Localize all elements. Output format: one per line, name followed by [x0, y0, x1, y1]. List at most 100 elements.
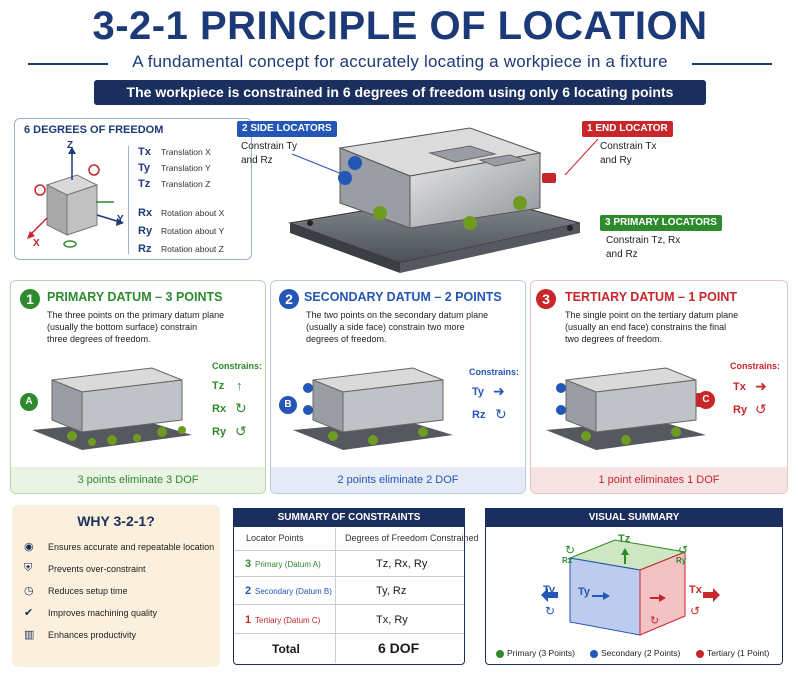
table-row-num: 3 [245, 558, 252, 570]
rotate-icon: ↻ [650, 615, 660, 627]
panel-desc-line: degrees of freedom. [306, 334, 387, 344]
end-locator-tag: 1 END LOCATOR [582, 121, 673, 137]
panel-desc-line: (usually a side face) constrain two more [306, 322, 465, 332]
table-rule [234, 604, 464, 605]
step-number: 3 [536, 289, 556, 309]
panel-desc-line: (usually the bottom surface) constrain [47, 322, 198, 332]
vs-tx-label: Tx [689, 584, 702, 596]
datum-badge: C [697, 391, 715, 409]
visual-summary-title: VISUAL SUMMARY [485, 508, 783, 527]
side-locators-line1: Constrain Ty [241, 141, 297, 152]
constraint-item: Ry [733, 404, 748, 416]
why-item: Ensures accurate and repeatable location [48, 542, 215, 552]
end-locator-line1: Constrain Tx [600, 141, 657, 152]
constraint-item: Rz [472, 409, 486, 421]
table-rule [234, 550, 464, 551]
primary-datum-illustration [32, 367, 192, 450]
table-row-num: 2 [245, 585, 252, 597]
legend-secondary: Secondary (2 Points) [590, 648, 680, 658]
panel-title: PRIMARY DATUM – 3 POINTS [47, 290, 223, 304]
constraint-item: Ry [212, 426, 227, 438]
visual-summary-cube [541, 539, 720, 636]
table-row-value: Tx, Ry [376, 614, 408, 626]
panel-desc-line: The single point on the tertiary datum p… [565, 310, 739, 320]
rotate-icon: ↺ [690, 604, 701, 618]
panel-desc-line: three degrees of freedom. [47, 334, 151, 344]
vs-ry-label: Ry [676, 556, 687, 565]
panel-desc-line: The two points on the secondary datum pl… [306, 310, 489, 320]
table-row-num: 1 [245, 614, 252, 626]
end-locator-line2: and Ry [600, 155, 632, 166]
rotate-icon: ↺ [235, 423, 247, 439]
page-subtitle: A fundamental concept for accurately loc… [132, 52, 668, 71]
table-divider [335, 528, 336, 663]
why-item: Improves machining quality [48, 608, 158, 618]
side-locators-line2: and Rz [241, 155, 273, 166]
summary-table-title: SUMMARY OF CONSTRAINTS [233, 508, 465, 527]
rotate-icon: ↻ [495, 406, 507, 422]
vs-rx-label: Rx [562, 556, 573, 565]
page-title: 3-2-1 PRINCIPLE OF LOCATION [92, 4, 708, 48]
primary-locators-line1: Constrain Tz, Rx [606, 235, 681, 246]
rotate-icon: ↻ [545, 604, 556, 618]
bar-chart-icon: ▥ [24, 629, 35, 641]
panel-footer: 1 point eliminates 1 DOF [531, 467, 787, 493]
constrains-label: Constrains: [730, 361, 781, 371]
panel-title: SECONDARY DATUM – 2 POINTS [304, 290, 502, 304]
why-list: ◉ Ensures accurate and repeatable locati… [24, 540, 214, 660]
table-rule [234, 576, 464, 577]
primary-locators-line2: and Rz [606, 249, 638, 260]
panel-title: TERTIARY DATUM – 1 POINT [565, 290, 738, 304]
table-total-label: Total [272, 642, 300, 656]
end-leader-line [564, 138, 599, 176]
constraint-item: Rx [212, 403, 227, 415]
axis-cube-diagram [27, 147, 124, 248]
rotate-icon: ↺ [678, 543, 689, 557]
step-number: 2 [279, 289, 299, 309]
legend-dot [696, 649, 704, 658]
table-rule [234, 633, 464, 634]
constrains-label: Constrains: [469, 367, 520, 377]
table-row-label: Tertiary (Datum C) [255, 616, 321, 625]
panel-desc-line: The three points on the primary datum pl… [47, 310, 225, 320]
summary-banner: The workpiece is constrained in 6 degree… [94, 80, 706, 105]
dof-divider [128, 146, 129, 254]
table-row-value: Tz, Rx, Ry [376, 558, 428, 570]
primary-locators-tag: 3 PRIMARY LOCATORS [600, 215, 722, 231]
legend-tertiary: Tertiary (1 Point) [696, 648, 769, 658]
axis-y-label: Y [117, 214, 124, 225]
table-header-cell: Degrees of Freedom Constrained [345, 533, 479, 543]
subtitle-rule-left [28, 63, 108, 65]
why-item: Reduces setup time [48, 586, 128, 596]
check-circle-icon: ✔ [24, 607, 34, 619]
axis-z-label: Z [67, 140, 74, 151]
constrains-label: Constrains: [212, 361, 263, 371]
datum-badge: B [279, 396, 297, 414]
table-row-value: Ty, Rz [376, 585, 407, 597]
why-title: WHY 3-2-1? [77, 513, 155, 529]
panel-desc-line: (usually an end face) constrains the fin… [565, 322, 727, 332]
check-target-icon: ◉ [24, 541, 34, 553]
side-leader-line [291, 153, 343, 175]
why-box [12, 505, 220, 667]
arrow-right-icon: ➜ [755, 378, 767, 394]
legend-dot [496, 649, 504, 658]
rotate-icon: ↺ [755, 401, 767, 417]
arrow-right-icon: ➜ [493, 383, 505, 399]
table-total-value: 6 DOF [378, 640, 420, 656]
why-item: Prevents over-constraint [48, 564, 146, 574]
dof-title: 6 DEGREES OF FREEDOM [24, 124, 164, 136]
fixture-illustration [288, 127, 581, 273]
constraint-item: Tx [733, 381, 746, 393]
axis-x-label: X [33, 238, 40, 249]
rotate-icon: ↻ [565, 543, 576, 557]
step-number: 1 [20, 289, 40, 309]
legend-dot [590, 649, 598, 658]
subtitle-rule-right [692, 63, 772, 65]
panel-footer: 2 points eliminate 2 DOF [271, 467, 525, 493]
datum-badge: A [20, 393, 38, 411]
tertiary-datum-illustration [546, 367, 706, 450]
secondary-datum-illustration [293, 367, 453, 450]
vs-ty-inner-label: Ty [578, 586, 591, 598]
legend-primary: Primary (3 Points) [496, 648, 575, 658]
